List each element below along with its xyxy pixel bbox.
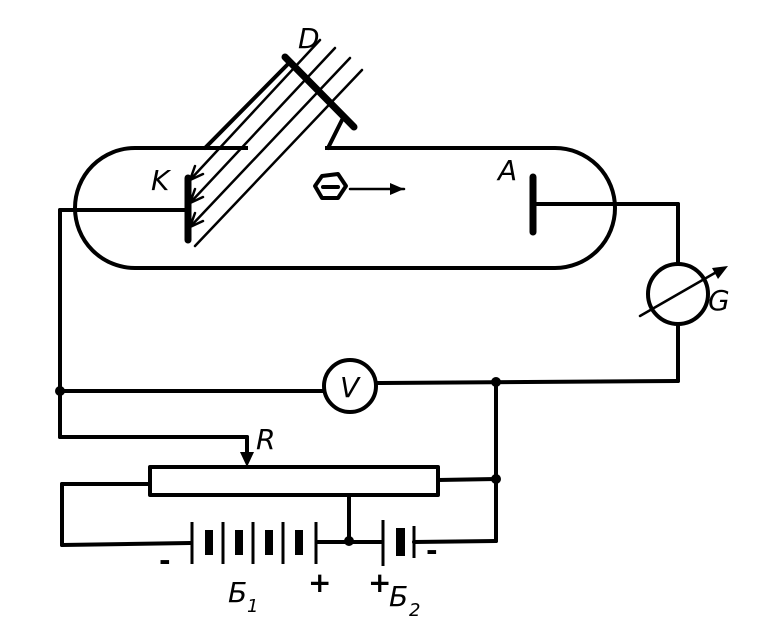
label-battery2: Б (389, 580, 408, 613)
electron-icon (313, 172, 348, 200)
plus-sign-battery1: + (308, 566, 331, 599)
slider-arrowhead (240, 452, 254, 467)
rheostat (148, 465, 440, 497)
label-battery1: Б (228, 576, 247, 609)
window-wall-left (203, 60, 292, 150)
galvanometer-arrowhead (712, 266, 728, 279)
junction-left (55, 386, 65, 396)
vacuum-tube (73, 146, 617, 270)
label-G: G (708, 284, 730, 317)
voltmeter-wire-right (374, 379, 680, 385)
label-battery2-subscript: 2 (409, 600, 420, 621)
galvanometer-icon (646, 262, 710, 326)
label-D: D (298, 22, 320, 55)
window-wall-right (326, 116, 345, 150)
battery-wire-left (60, 541, 192, 547)
voltmeter-icon (322, 358, 378, 414)
label-battery1-subscript: 1 (247, 596, 258, 617)
label-R: R (256, 423, 275, 456)
plus-sign-battery2: + (368, 566, 391, 599)
light-rays (188, 38, 364, 248)
label-A: A (496, 154, 517, 187)
rheostat-right-lead (436, 477, 498, 482)
battery2-wire-right (412, 539, 498, 544)
galvanometer-needle (638, 268, 722, 318)
electron-arrowhead (390, 183, 404, 195)
label-V: V (340, 371, 361, 404)
label-K: K (151, 164, 172, 197)
minus-sign-battery1: - (159, 544, 171, 577)
minus-sign-battery2: - (426, 534, 438, 567)
battery1-icon (190, 522, 318, 564)
battery2-icon (381, 520, 416, 566)
